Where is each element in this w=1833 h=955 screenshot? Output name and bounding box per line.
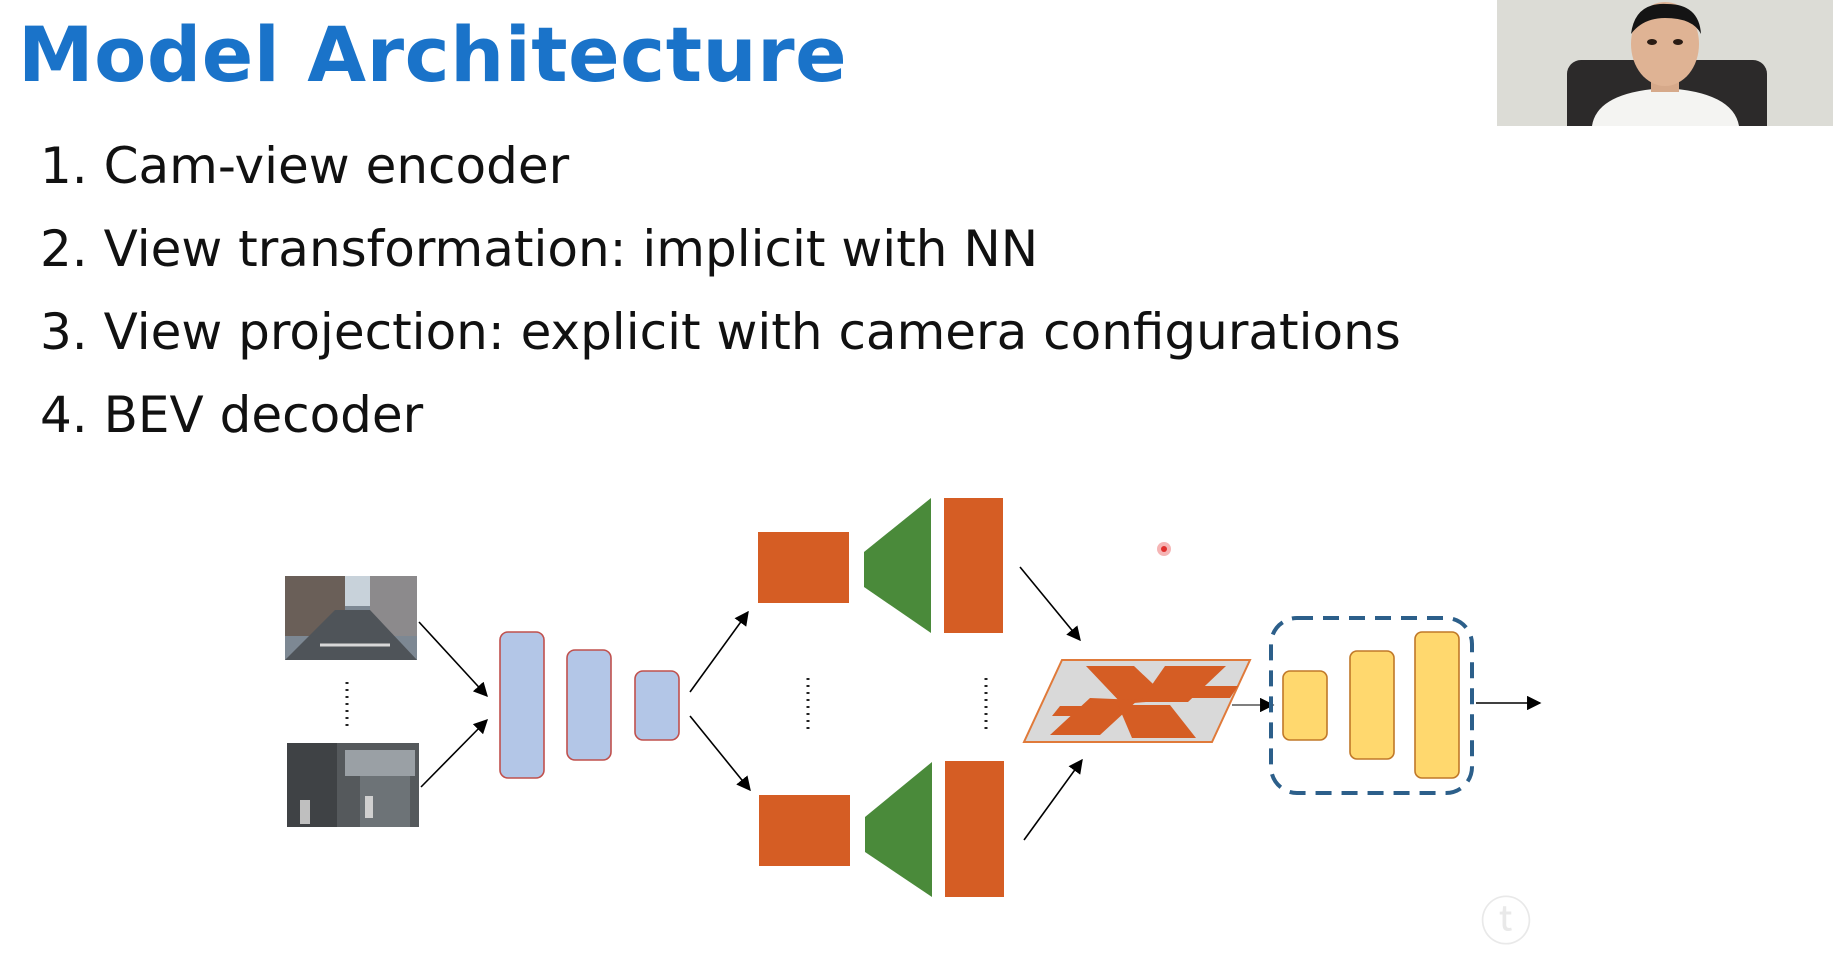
arrow-icon: [418, 621, 488, 698]
bev-decoder: [1269, 616, 1474, 795]
bullet-item: 2. View transformation: implicit with NN: [40, 220, 1039, 278]
cam-view-encoder: [499, 631, 680, 779]
bullet-item: 3. View projection: explicit with camera…: [40, 303, 1401, 361]
view-transform-branch-top: [758, 498, 1003, 633]
slide: Model Architecture 1. Cam-view encoder 2…: [18, 0, 1833, 953]
watermark-logo: ⓣ: [1480, 893, 1535, 953]
architecture-diagram: [285, 498, 1542, 897]
arrow-icon: [420, 718, 489, 788]
camera-image-bottom: [287, 743, 419, 827]
bullet-list: 1. Cam-view encoder 2. View transformati…: [40, 138, 1401, 470]
presenter-avatar-icon: [1497, 0, 1833, 126]
webcam-video: [1497, 0, 1833, 126]
bullet-item: 1. Cam-view encoder: [40, 137, 570, 195]
view-transform-branch-bottom: [759, 761, 1004, 897]
arrow-icon: [689, 715, 751, 792]
arrow-icon: [689, 610, 749, 693]
slide-title: Model Architecture: [18, 10, 848, 99]
arrow-icon: [1023, 758, 1083, 841]
laser-pointer-icon: [1157, 542, 1171, 556]
bev-plane: [1022, 659, 1252, 743]
camera-image-top: [285, 576, 417, 660]
bullet-item: 4. BEV decoder: [40, 386, 424, 444]
arrow-icon: [1019, 566, 1081, 642]
